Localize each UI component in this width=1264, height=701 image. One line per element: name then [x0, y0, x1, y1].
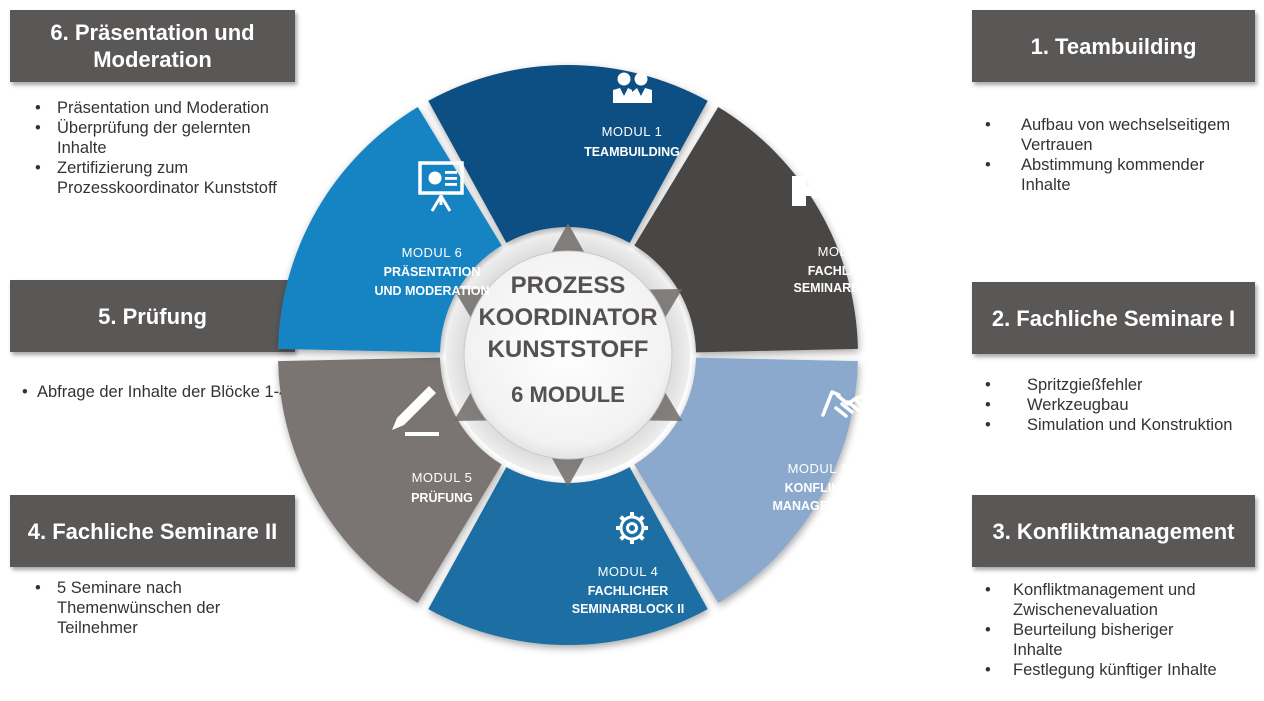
- module-1-segment[interactable]: [428, 65, 708, 243]
- center-title-line1: PROZESS: [511, 272, 626, 299]
- list-item: Abstimmung kommender Inhalte: [985, 155, 1251, 195]
- module-5-number: MODUL 5: [412, 470, 473, 485]
- presentation-board-icon: [418, 161, 464, 212]
- center-disc: [463, 250, 673, 460]
- panel-2-title: 2. Fachliche Seminare I: [991, 305, 1236, 331]
- module-1-number: MODUL 1: [602, 124, 663, 139]
- panel-2-header: 2. Fachliche Seminare I: [972, 282, 1255, 354]
- panel-6-title-line2: Moderation: [93, 47, 212, 72]
- pencil-icon: [392, 386, 439, 436]
- module-6-number: MODUL 6: [402, 245, 463, 260]
- panel-5-header: 5. Prüfung: [10, 280, 295, 352]
- panel-1-header: 1. Teambuilding: [972, 10, 1255, 82]
- list-item: 5 Seminare nach Themenwünschen der Teiln…: [35, 578, 232, 638]
- module-2-segment[interactable]: [634, 106, 858, 353]
- module-3-name-line2: MANAGEMENT: [773, 499, 864, 513]
- list-item: Abfrage der Inhalte der Blöcke 1-4: [22, 382, 332, 402]
- panel-4-list: 5 Seminare nach Themenwünschen der Teiln…: [35, 578, 235, 638]
- module-sectors: [278, 65, 858, 646]
- center-module-count: 6 MODULE: [511, 382, 625, 407]
- injection-mold-icon: [792, 176, 860, 208]
- panel-3-title: 3. Konfliktmanagement: [992, 518, 1235, 544]
- panel-3-header: 3. Konfliktmanagement: [972, 495, 1255, 567]
- module-4-number: MODUL 4: [598, 564, 659, 579]
- list-item: Überprüfung der gelernten Inhalte: [35, 118, 297, 158]
- panel-3-list: Konfliktmanagement und Zwischenevaluatio…: [985, 580, 1255, 680]
- panel-5-list: Abfrage der Inhalte der Blöcke 1-4: [22, 382, 332, 402]
- list-item: Präsentation und Moderation: [35, 98, 325, 118]
- panel-5-title: 5. Prüfung: [98, 303, 207, 329]
- list-item: Simulation und Konstruktion: [985, 415, 1260, 435]
- gear-tooth: [638, 515, 645, 522]
- module-2-number: MODUL 2: [818, 244, 879, 259]
- list-item: Zertifizierung zum Prozesskoordinator Ku…: [35, 158, 327, 198]
- handshake-icon: [821, 390, 883, 418]
- module-6-segment[interactable]: [278, 106, 502, 353]
- gear-tooth: [619, 515, 626, 522]
- panel-6-title-line1: 6. Präsentation und: [50, 20, 255, 45]
- gear-tooth: [619, 534, 626, 541]
- list-item: Spritzgießfehler: [985, 375, 1260, 395]
- module-4-segment[interactable]: [428, 467, 708, 646]
- panel-4-header: 4. Fachliche Seminare II: [10, 495, 295, 567]
- gear-tooth: [638, 534, 645, 541]
- module-4-name-line1: FACHLICHER: [588, 584, 669, 598]
- list-item: Beurteilung bisheriger Inhalte: [985, 620, 1213, 660]
- module-6-name-line1: PRÄSENTATION: [384, 264, 481, 279]
- panel-2-list: Spritzgießfehler Werkzeugbau Simulation …: [985, 375, 1260, 435]
- module-5-name: PRÜFUNG: [411, 490, 473, 505]
- panel-6-list: Präsentation und Moderation Überprüfung …: [35, 98, 325, 198]
- module-3-segment[interactable]: [634, 357, 858, 604]
- module-3-number: MODUL 3: [788, 461, 849, 476]
- module-wheel: PROZESS KOORDINATOR KUNSTSTOFF 6 MODULE …: [278, 65, 903, 646]
- list-item: Aufbau von wechselseitigem Vertrauen: [985, 115, 1241, 155]
- center-title-line2: KOORDINATOR: [478, 304, 657, 331]
- module-3-name-line1: KONFLIKT-: [785, 481, 852, 495]
- panel-4-title: 4. Fachliche Seminare II: [27, 518, 278, 544]
- panel-6-header: 6. Präsentation und Moderation: [10, 10, 295, 82]
- module-1-name: TEAMBUILDING: [584, 145, 680, 159]
- list-item: Festlegung künftiger Inhalte: [985, 660, 1255, 680]
- module-2-name-line1: FACHLICHER: [808, 264, 889, 278]
- center-title-line3: KUNSTSTOFF: [488, 336, 649, 363]
- list-item: Werkzeugbau: [985, 395, 1260, 415]
- panel-1-list: Aufbau von wechselseitigem Vertrauen Abs…: [985, 115, 1255, 195]
- module-6-name-line2: UND MODERATION: [374, 284, 489, 298]
- module-5-segment[interactable]: [278, 357, 502, 604]
- gear-icon: [616, 512, 648, 544]
- list-item: Konfliktmanagement und Zwischenevaluatio…: [985, 580, 1243, 620]
- panel-1-title: 1. Teambuilding: [1030, 33, 1197, 59]
- module-2-name-line2: SEMINARBLOCK I: [793, 281, 902, 295]
- module-4-name-line2: SEMINARBLOCK II: [572, 602, 685, 616]
- people-icon: [613, 72, 652, 103]
